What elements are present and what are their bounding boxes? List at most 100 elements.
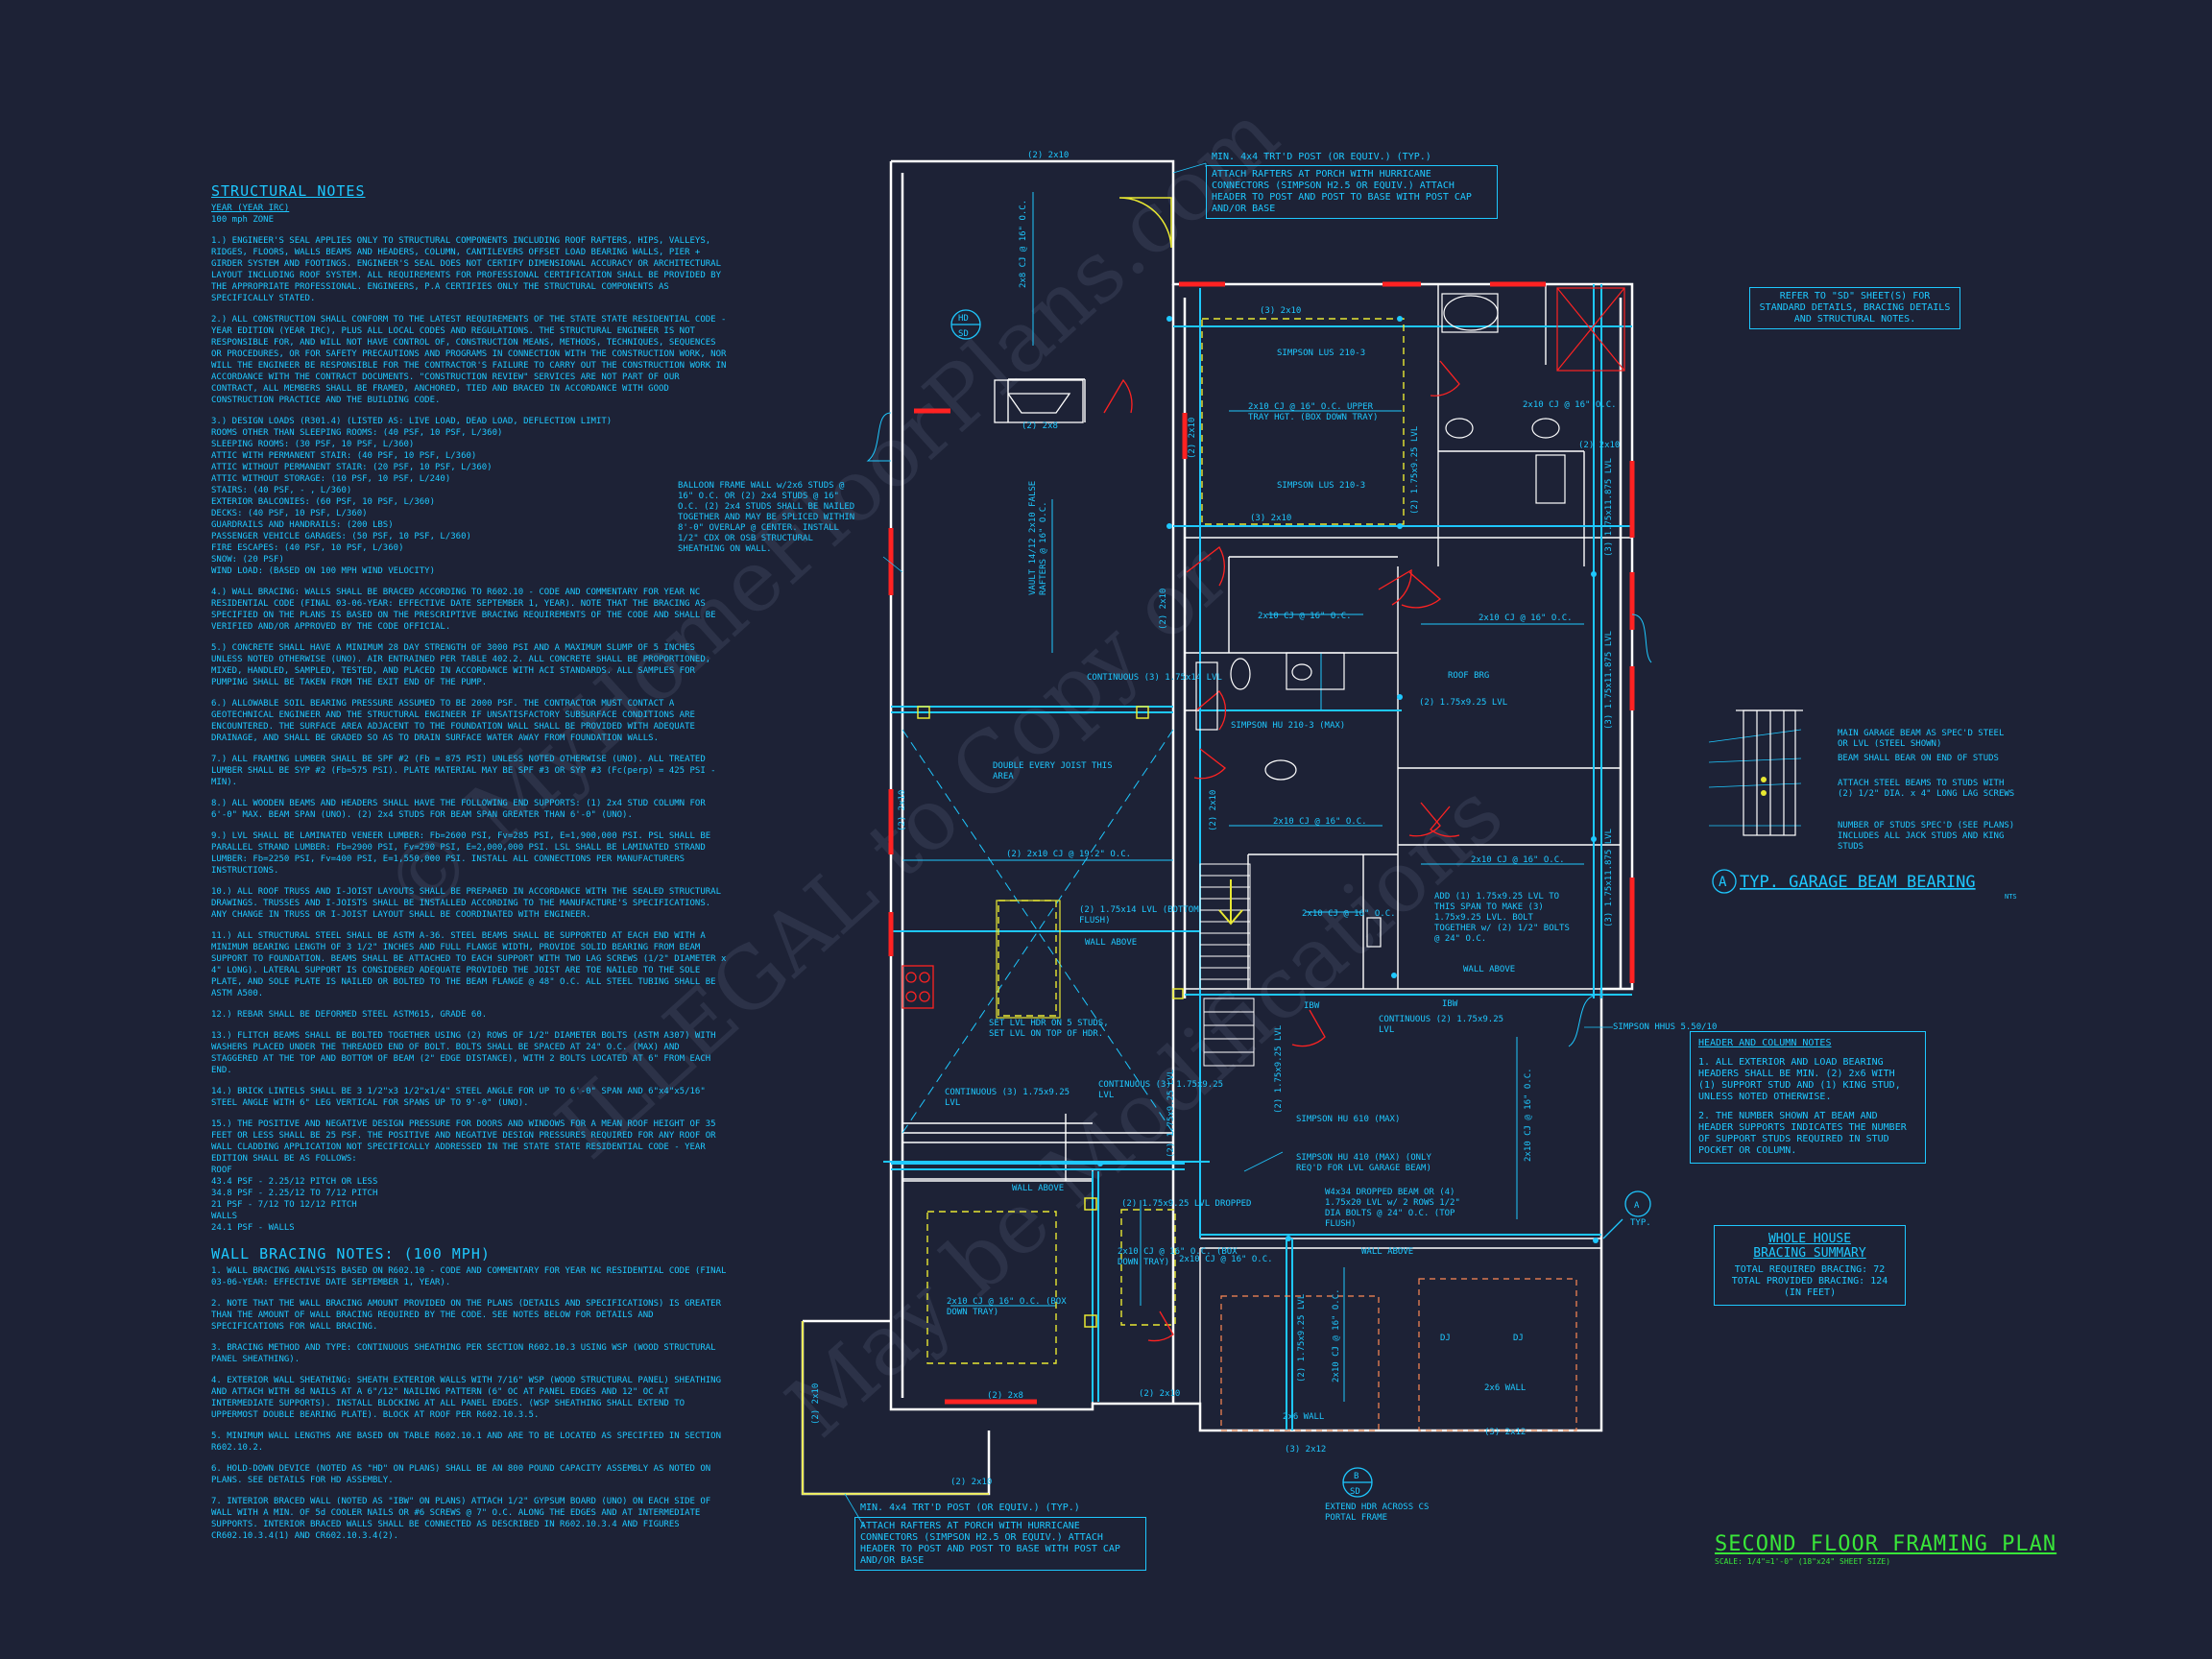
label-bot-2x8: (2) 2x8 [987,1391,1023,1401]
load-line: WIND LOAD: (BASED ON 100 MPH WIND VELOCI… [211,566,435,576]
bracing-summary-title-2: BRACING SUMMARY [1753,1246,1866,1261]
post-callout-bottom-box: ATTACH RAFTERS AT PORCH WITH HURRICANE C… [854,1517,1146,1571]
sheet-scale: SCALE: 1/4"=1'-0" (18"x24" SHEET SIZE) [1715,1557,1891,1566]
label-cj-2x10-b: 2x10 CJ @ 16" O.C. [1479,613,1573,623]
braced-wall-segments [888,281,1635,1405]
garage-beam-note-3: ATTACH STEEL BEAMS TO STUDS WITH(2) 1/2"… [1838,779,2014,799]
note-6: 6.) ALLOWABLE SOIL BEARING PRESSURE ASSU… [211,699,695,743]
garage-beam-marker: A [1719,875,1727,890]
label-cj-2x10-garage: 2x10 CJ @ 16" O.C. [1332,1288,1341,1382]
load-line: ATTIC WITHOUT PERMANENT STAIR: (20 PSF, … [211,463,493,472]
kitchen-island [996,900,1061,1019]
label-lvl-right-b: (3) 1.75x11.875 LVL [1604,631,1614,730]
post-callout-bottom-box-text: ATTACH RAFTERS AT PORCH WITH HURRICANE C… [860,1521,1120,1566]
note-13: 13.) FLITCH BEAMS SHALL BE BOLTED TOGETH… [211,1031,716,1075]
bracing-summary-title-1: WHOLE HOUSE [1767,1232,1852,1246]
range [902,965,934,1009]
load-line: ATTIC WITHOUT STORAGE: (10 PSF, 10 PSF, … [211,474,451,484]
label-lvl-garage-a: (2) 1.75x9.25 LVL [1297,1294,1307,1382]
load-line: EXTERIOR BALCONIES: (60 PSF, 10 PSF, L/3… [211,497,435,507]
label-dj-b: DJ [1513,1334,1524,1343]
bath-fixtures [1195,287,1625,948]
break-lines [866,412,1652,1047]
label-2x10-top-right: (2) 2x10 [1578,441,1620,450]
label-sd: SD [958,329,969,339]
garage-beam-detail-bolts [1761,777,1767,796]
load-line: PASSENGER VEHICLE GARAGES: (50 PSF, 10 P… [211,532,471,541]
beam-lines [883,284,1632,1431]
label-top-2x10: (2) 2x10 [1027,151,1069,160]
label-sd-b: SD [1350,1487,1360,1497]
label-hd: HD [958,314,969,324]
fireplace [994,379,1084,423]
label-cj-2x10-garage-r: 2x10 CJ @ 16" O.C. [1179,1255,1273,1264]
garage-beam-title-group: A TYP. GARAGE BEAM BEARING NTS [1712,869,2017,901]
label-bot-2x10-b: (2) 2x10 [950,1478,992,1487]
label-simpson-hu: SIMPSON HU 210-3 (MAX) [1231,721,1345,731]
label-lvl-mid-b: (2) 1.75x9.25 LVL [1410,426,1420,515]
pressure-line: 34.8 PSF - 2.25/12 TO 7/12 PITCH [211,1189,378,1198]
label-lvl-left-c: (2) 2x10 [898,790,907,831]
load-line: ATTIC WITH PERMANENT STAIR: (40 PSF, 10 … [211,451,477,461]
label-cj-2x10-f: 2x10 CJ @ 16" O.C. [1471,855,1565,865]
label-simpson-hu610: SIMPSON HU 610 (MAX) [1296,1115,1400,1124]
bracing-summary-required: TOTAL REQUIRED BRACING: 72 [1734,1264,1886,1275]
label-dj-a: DJ [1440,1334,1451,1343]
garage-beam-note-2: BEAM SHALL BEAR ON END OF STUDS [1838,754,1999,763]
joist-arrows [902,192,1584,1402]
label-bot-2x10-c: (2) 2x10 [811,1383,821,1425]
load-line: SLEEPING ROOMS: (30 PSF, 10 PSF, L/360) [211,440,415,449]
detail-markers [950,309,1651,1498]
label-typ: TYP. [1630,1218,1651,1228]
label-beam-3-2x10: (3) 2x10 [1260,306,1301,316]
label-cj-2x8: 2x8 CJ @ 16" O.C. [1019,200,1028,288]
label-ibw-a: IBW [1304,1001,1320,1011]
load-line: DECKS: (40 PSF, 10 PSF, L/360) [211,509,368,518]
note-5: 5.) CONCRETE SHALL HAVE A MINIMUM 28 DAY… [211,643,711,687]
structural-notes-title: STRUCTURAL NOTES [211,182,366,200]
header-column-note-2: 2. THE NUMBER SHOWN AT BEAM AND HEADER S… [1698,1111,1907,1156]
label-lvl-right-c: (3) 1.75x11.875 LVL [1604,829,1614,927]
structural-notes-year: YEAR (YEAR IRC) [211,204,290,213]
callout-leaders [844,162,1802,1527]
structural-notes: STRUCTURAL NOTES YEAR (YEAR IRC) 100 mph… [211,182,730,1551]
balloon-callout: BALLOON FRAME WALL w/2x6 STUDS @16" O.C.… [678,481,854,554]
label-wall-above-b: WALL ABOVE [1463,965,1515,974]
door-swings [1103,360,1460,1342]
pressure-line: 43.4 PSF - 2.25/12 PITCH OR LESS [211,1177,378,1187]
label-cj-2x10-e: 2x10 CJ @ 16" O.C. [1273,817,1367,827]
label-set-lvl: SET LVL HDR ON 5 STUDS,SET LVL ON TOP OF… [989,1019,1109,1039]
label-wall-above-d: WALL ABOVE [1361,1247,1413,1257]
wall-bracing-note-2: 2. NOTE THAT THE WALL BRACING AMOUNT PRO… [211,1299,722,1332]
load-line: STAIRS: (40 PSF, - , L/360) [211,486,352,495]
post-callout-top-title: MIN. 4x4 TRT'D POST (OR EQUIV.) (TYP.) [1212,152,1431,162]
label-cj-2x10-c: 2x10 CJ @ 16" O.C. [1523,400,1617,410]
note-14: 14.) BRICK LINTELS SHALL BE 3 1/2"x3 1/2… [211,1087,706,1108]
balloon-callout-text: BALLOON FRAME WALL w/2x6 STUDS @16" O.C.… [678,481,854,554]
post-callout-top-box-text: ATTACH RAFTERS AT PORCH WITH HURRICANE C… [1212,169,1472,214]
post-callout-top: MIN. 4x4 TRT'D POST (OR EQUIV.) (TYP.) [1206,152,1505,163]
header-column-notes-title: HEADER AND COLUMN NOTES [1698,1038,1832,1048]
pressure-line: 24.1 PSF - WALLS [211,1223,295,1233]
label-wall-2x6-b: 2x6 WALL [1484,1383,1526,1393]
note-1: 1.) ENGINEER'S SEAL APPLIES ONLY TO STRU… [211,236,722,303]
label-cj-2x10-a: 2x10 CJ @ 16" O.C. [1258,612,1352,621]
label-lvl-2-175: (2) 1.75x9.25 LVL [1419,698,1507,708]
label-simpson-hhus: SIMPSON HHUS 5.50/10 [1613,1022,1717,1032]
garage-beam-detail [1736,709,1803,836]
label-lvl-left-b: (2) 2x10 [1159,589,1168,630]
structural-notes-zone: 100 mph ZONE [211,215,275,225]
pressure-line: 21 PSF - 7/12 TO 12/12 PITCH [211,1200,357,1210]
stud-pockets [1097,316,1599,1243]
note-7: 7.) ALL FRAMING LUMBER SHALL BE SPF #2 (… [211,755,716,787]
note-10: 10.) ALL ROOF TRUSS AND I-JOIST LAYOUTS … [211,887,722,920]
label-bot-3-2x12-b: (3) 2x12 [1484,1428,1526,1437]
label-dropped: (2) 1.75x9.25 LVL DROPPED [1121,1199,1251,1209]
